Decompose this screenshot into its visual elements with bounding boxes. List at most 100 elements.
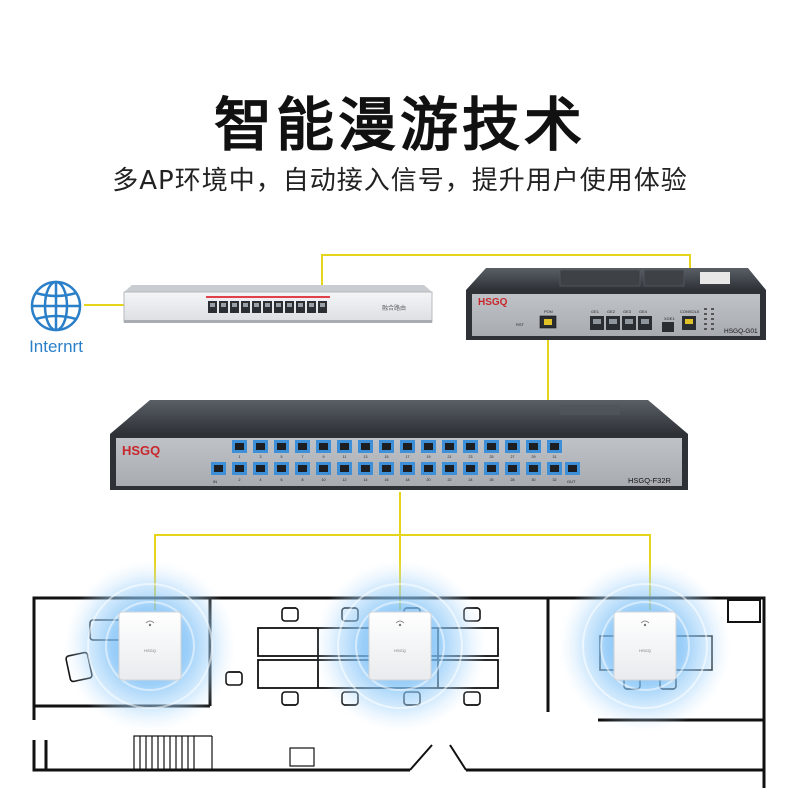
stairs <box>133 735 315 771</box>
router-port-contact <box>254 303 259 307</box>
splitter-port-slot <box>298 443 307 450</box>
wifi-ring <box>600 601 690 691</box>
olt-pon-label: PON <box>544 309 553 314</box>
olt-ge-port-contact <box>593 319 601 324</box>
splitter-port-slot <box>256 465 265 472</box>
globe-icon <box>30 280 82 332</box>
access-point-body[interactable] <box>368 611 432 681</box>
splitter-port-slot <box>277 465 286 472</box>
chair <box>281 691 299 706</box>
splitter-port-slot <box>466 443 475 450</box>
splitter-port-slot <box>298 465 307 472</box>
olt-console-label: CONSOLE <box>680 309 700 314</box>
splitter-port-number: 28 <box>511 478 515 482</box>
access-point-group: HSGQ HSGQ HSGQ <box>64 560 731 732</box>
splitter-port-number: 19 <box>427 455 431 459</box>
splitter-port-number: 11 <box>343 455 347 459</box>
splitter-port-number: 23 <box>469 455 473 459</box>
access-point: HSGQ <box>314 560 486 732</box>
splitter-port-number: 22 <box>448 478 452 482</box>
wifi-ring <box>337 583 463 709</box>
floor-pillar <box>727 599 761 623</box>
access-point-brand: HSGQ <box>394 648 406 653</box>
splitter-port-slot <box>256 443 265 450</box>
olt-ge-port-contact <box>609 319 617 324</box>
splitter-port-number: 2 <box>239 478 241 482</box>
splitter-port-slot <box>424 443 433 450</box>
router-port-contact <box>287 303 292 307</box>
access-point: HSGQ <box>64 560 236 732</box>
splitter-port-number: 10 <box>322 478 326 482</box>
access-point-body[interactable] <box>613 611 677 681</box>
olt-xge-port[interactable] <box>662 322 674 332</box>
olt-led <box>704 328 707 330</box>
access-point-body[interactable] <box>118 611 182 681</box>
splitter-in-label: IN <box>213 479 217 484</box>
splitter-port-slot <box>550 465 559 472</box>
olt-xge-label: XGE1 <box>664 316 675 321</box>
olt-led <box>704 313 707 315</box>
wifi-ring <box>87 583 213 709</box>
splitter-port-slot <box>487 465 496 472</box>
splitter-port-slot <box>445 465 454 472</box>
splitter-port-number: 29 <box>532 455 536 459</box>
router-label: 融合路由 <box>382 304 406 312</box>
floor-bottom-left <box>32 740 48 772</box>
splitter-port-number: 5 <box>281 455 283 459</box>
splitter-port-number: 6 <box>281 478 283 482</box>
splitter-port-number: 32 <box>553 478 557 482</box>
splitter-port-number: 12 <box>343 478 347 482</box>
access-point-brand: HSGQ <box>144 648 156 653</box>
splitter-port-number: 16 <box>385 478 389 482</box>
olt-led <box>704 308 707 310</box>
splitter-port-slot <box>466 465 475 472</box>
splitter-port-slot <box>445 443 454 450</box>
splitter-port-number: 25 <box>490 455 494 459</box>
splitter-port-slot <box>340 465 349 472</box>
splitter-port-slot <box>487 443 496 450</box>
splitter-port-slot <box>235 465 244 472</box>
splitter-port-number: 31 <box>553 455 557 459</box>
access-point-brand: HSGQ <box>639 648 651 653</box>
splitter-port-number: 17 <box>406 455 410 459</box>
splitter-port-number: 8 <box>302 478 304 482</box>
router-port-contact <box>221 303 226 307</box>
splitter-port-slot <box>361 443 370 450</box>
splitter-port-slot <box>508 443 517 450</box>
router-port-contact <box>320 303 325 307</box>
olt-ge-port-contact <box>625 319 633 324</box>
splitter-port-slot <box>403 465 412 472</box>
olt-led <box>711 308 714 310</box>
olt-model: HSGQ-G01 <box>724 328 758 335</box>
internet-label: Internrt <box>29 337 83 356</box>
splitter-out-label: OUT <box>567 479 576 484</box>
wifi-ring <box>105 601 195 691</box>
floor-box <box>289 747 315 767</box>
wifi-icon <box>145 620 155 627</box>
olt-ge-port-contact <box>641 319 649 324</box>
splitter-port-slot <box>319 465 328 472</box>
splitter-port-number: 24 <box>469 478 473 482</box>
splitter-port-slot <box>550 443 559 450</box>
door-left <box>409 744 433 771</box>
wifi-icon <box>640 620 650 627</box>
splitter-port-number: 27 <box>511 455 515 459</box>
router-device: 融合路由 <box>123 285 433 323</box>
splitter-port-number: 13 <box>364 455 368 459</box>
olt-led <box>711 328 714 330</box>
olt-led <box>704 318 707 320</box>
olt-ge-label: GE1 <box>591 309 600 314</box>
splitter-port-slot <box>529 465 538 472</box>
olt-ge-label: GE4 <box>639 309 648 314</box>
splitter-port-number: 1 <box>239 455 241 459</box>
splitter-port-number: 18 <box>406 478 410 482</box>
splitter-port-slot <box>235 443 244 450</box>
splitter-port-slot <box>529 443 538 450</box>
splitter-port-slot <box>319 443 328 450</box>
splitter-port-slot <box>382 465 391 472</box>
splitter-port-slot <box>340 443 349 450</box>
